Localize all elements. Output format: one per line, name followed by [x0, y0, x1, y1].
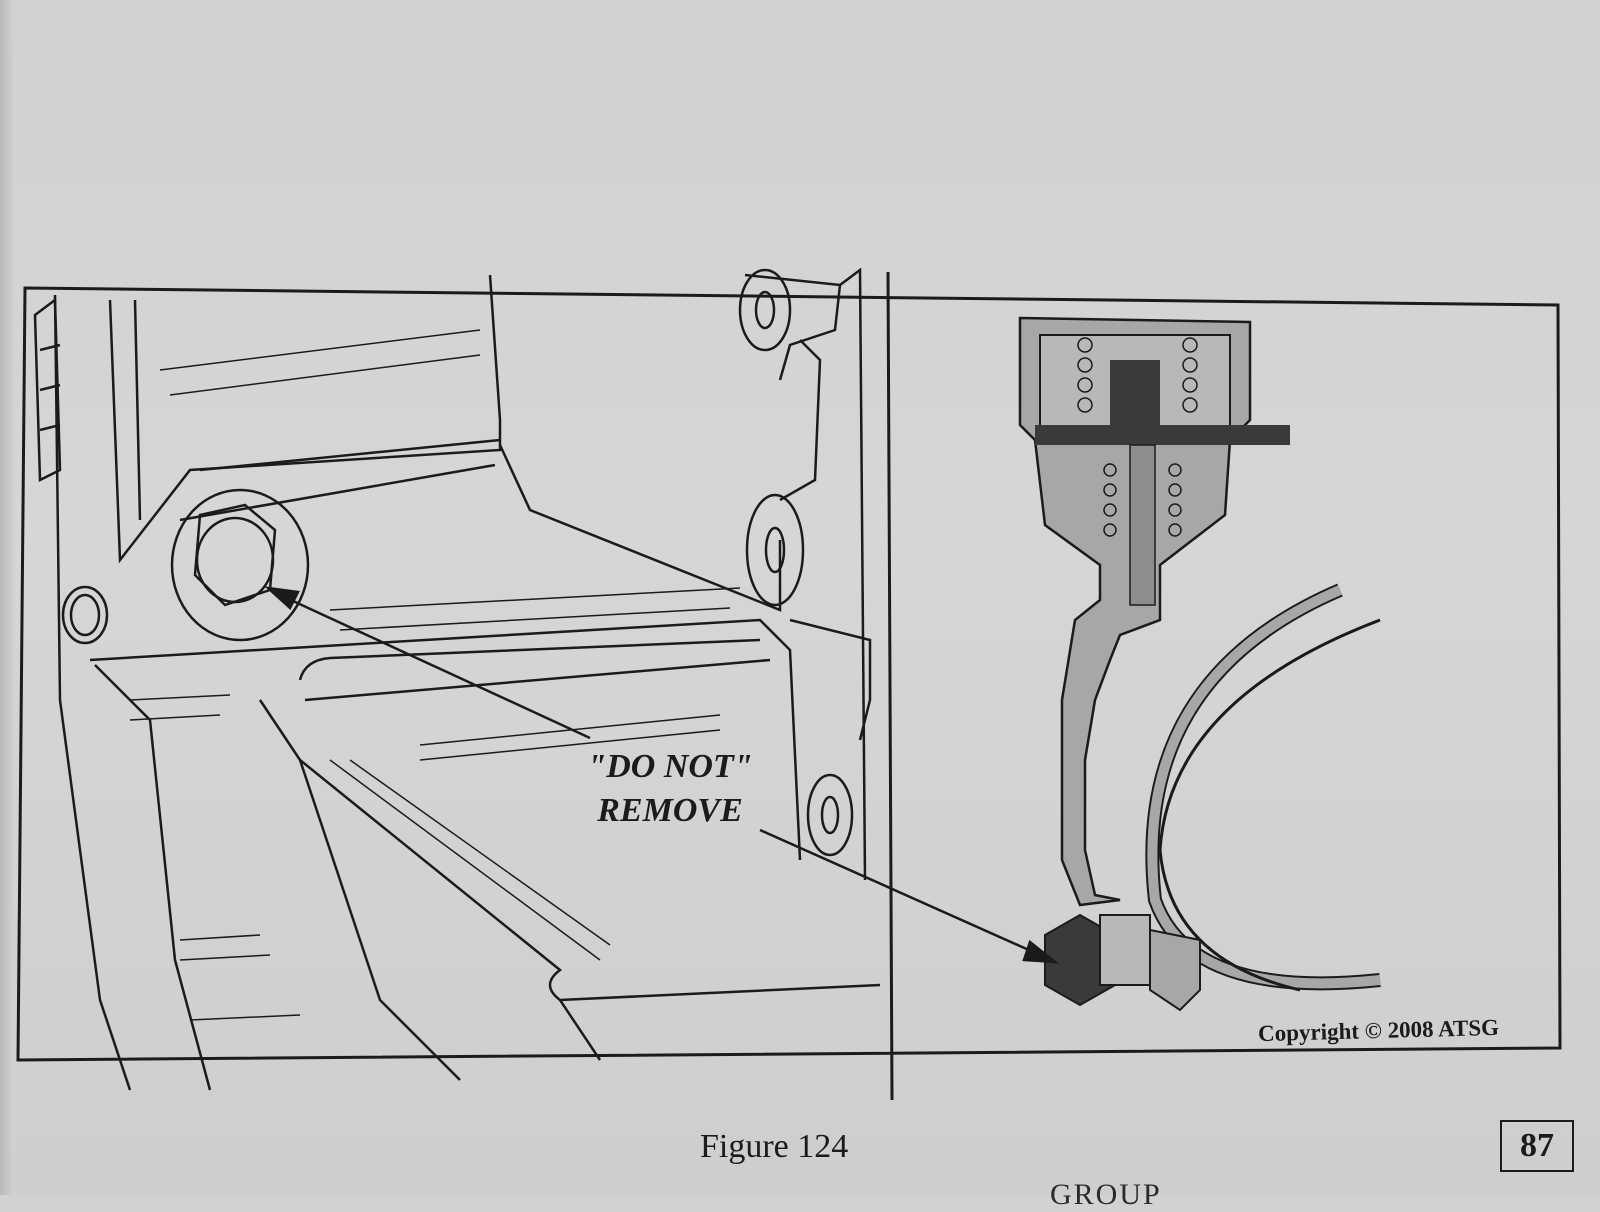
figure-caption: Figure 124	[700, 1128, 849, 1165]
panel-divider	[886, 271, 894, 1101]
callout-line-2: REMOVE	[597, 792, 743, 829]
servo-cross-section	[1018, 316, 1381, 1012]
callout-arrows	[264, 586, 1059, 964]
transmission-case-drawing	[33, 267, 881, 1091]
figure-frame	[16, 286, 1562, 1062]
page-number: 87	[1500, 1120, 1574, 1172]
page-binding-shadow	[0, 0, 14, 1195]
footer-partial-text: GROUP	[1050, 1178, 1162, 1211]
callout-line-1: "DO NOT"	[587, 748, 753, 785]
do-not-remove-callout: "DO NOT" REMOVE	[555, 745, 785, 833]
